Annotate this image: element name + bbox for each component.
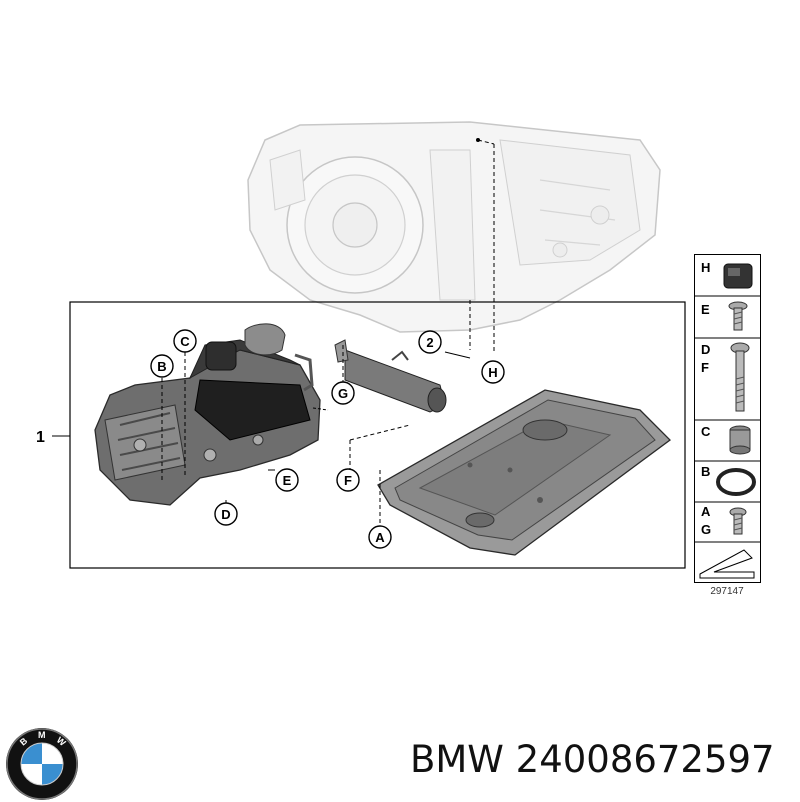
callout-E: E: [275, 468, 299, 492]
svg-text:F: F: [701, 360, 709, 375]
o-ring-icon: [716, 468, 756, 496]
svg-text:H: H: [701, 260, 710, 275]
brand-caption: BMW 24008672597: [410, 738, 775, 781]
svg-text:A: A: [701, 504, 711, 519]
short-screw-icon: [728, 301, 748, 331]
svg-text:B: B: [701, 464, 710, 479]
svg-text:E: E: [283, 473, 292, 488]
svg-text:F: F: [344, 473, 352, 488]
legend-row-C: C: [701, 424, 751, 455]
svg-text:D: D: [221, 507, 230, 522]
callout-D: D: [214, 502, 238, 526]
oil-pan-illustration: [377, 389, 671, 556]
svg-text:B: B: [18, 735, 30, 747]
callout-G: G: [331, 381, 355, 405]
plug-connector-icon: [723, 263, 753, 289]
callout-2: 2: [418, 330, 442, 354]
transmission-housing-illustration: [247, 121, 661, 333]
svg-text:A: A: [375, 530, 385, 545]
parts-legend: H E D F C B: [694, 254, 761, 583]
svg-text:H: H: [488, 365, 497, 380]
legend-row-E: E: [701, 301, 748, 331]
svg-text:2: 2: [426, 335, 433, 350]
legend-row-H: H: [701, 260, 753, 289]
main-part-label: 1: [36, 429, 45, 446]
reference-number: 297147: [710, 586, 744, 597]
svg-text:D: D: [701, 342, 710, 357]
callout-F: F: [336, 468, 360, 492]
callout-C: C: [173, 329, 197, 353]
callout-H: H: [481, 360, 505, 384]
filter-illustration: [334, 339, 447, 413]
assembly-frame: [69, 301, 686, 569]
sleeve-icon: [729, 425, 751, 455]
legend-row-B: B: [701, 464, 756, 496]
svg-text:C: C: [180, 334, 190, 349]
svg-text:G: G: [701, 522, 711, 537]
bmw-logo: B M W: [6, 728, 78, 800]
callout-A: A: [368, 525, 392, 549]
callout-B: B: [150, 354, 174, 378]
svg-text:G: G: [338, 386, 348, 401]
tool-arrow-icon: [699, 549, 755, 579]
long-bolt-icon: [730, 342, 750, 412]
svg-text:B: B: [157, 359, 166, 374]
svg-text:E: E: [701, 302, 710, 317]
svg-text:C: C: [701, 424, 711, 439]
legend-row-AG: A G: [701, 504, 747, 537]
valve-body-illustration: [94, 323, 321, 506]
svg-text:M: M: [38, 730, 46, 740]
legend-row-DF: D F: [701, 342, 750, 412]
small-screw-icon: [729, 507, 747, 535]
